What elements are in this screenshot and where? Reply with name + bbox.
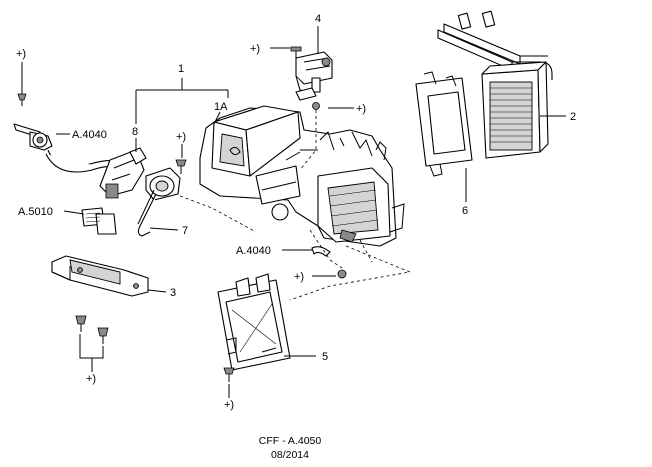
leader-lines (21, 26, 566, 398)
vacuum-actuator (145, 159, 187, 201)
vacuum-actuator-bracket (290, 46, 333, 110)
callout-plus-top: +) (250, 43, 260, 55)
evaporator-cover (217, 273, 291, 382)
footer-date: 08/2014 (271, 449, 309, 461)
callout-6: 6 (462, 205, 468, 217)
callout-plus-mid-right: +) (356, 103, 366, 115)
callout-1: 1 (178, 63, 184, 75)
callout-plus-bottom: +) (224, 399, 234, 411)
callout-plus-left: +) (16, 48, 26, 60)
vacuum-hose-fitting (13, 93, 127, 173)
case-seal (415, 71, 473, 177)
callout-4: 4 (315, 13, 321, 25)
footer: CFF - A.4050 08/2014 (259, 435, 322, 461)
mounting-bracket (51, 255, 149, 344)
callout-plus-bracket: +) (294, 271, 304, 283)
callout-plus-valve: +) (176, 131, 186, 143)
callout-1a: 1A (214, 101, 228, 113)
heater-core (437, 10, 553, 159)
hose-clip (311, 246, 347, 279)
heater-blower-housing (199, 105, 405, 247)
callout-7: 7 (182, 225, 188, 237)
callout-2: 2 (570, 111, 576, 123)
callout-a4040-mid: A.4040 (236, 245, 271, 257)
callout-8: 8 (132, 126, 138, 138)
assembly-guide-lines (179, 110, 412, 301)
callout-a4040-left: A.4040 (72, 129, 107, 141)
footer-code: CFF - A.4050 (259, 435, 322, 447)
callout-a5010: A.5010 (18, 206, 53, 218)
wiring-connector (81, 207, 117, 235)
vacuum-valve-clamp (99, 147, 147, 199)
control-rod (137, 189, 157, 237)
callout-5: 5 (322, 351, 328, 363)
callout-labels: 1 1A 2 3 4 5 6 7 8 A.4040 A.4040 A.5010 … (16, 13, 576, 411)
callout-3: 3 (170, 287, 176, 299)
callout-plus-bottom-left: +) (86, 373, 96, 385)
